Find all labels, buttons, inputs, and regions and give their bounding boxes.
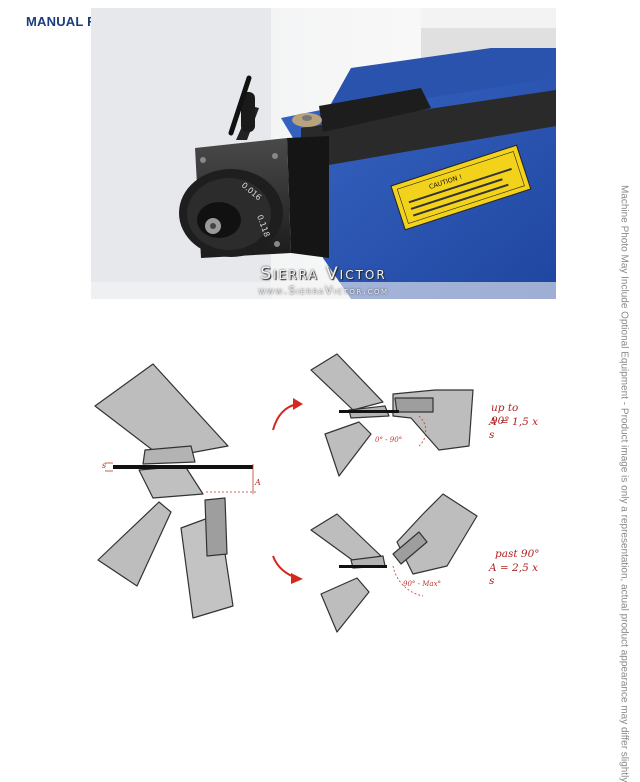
- watermark-brand: Sierra Victor: [260, 264, 387, 284]
- sheet-metal: [113, 465, 253, 469]
- upper-clamp: [142, 445, 196, 465]
- upper-beam: [94, 363, 229, 459]
- lower-beam: [97, 501, 172, 587]
- folding-beam-face: [204, 497, 228, 557]
- folding-diagram: s A up to 90° A = 1,5 x s 0° - 90° past …: [93, 346, 540, 634]
- case-up-angle: 0° - 90°: [375, 436, 403, 444]
- case-up-title: up to 90°: [491, 402, 519, 427]
- a-label: A: [255, 478, 261, 487]
- lower-clamp: [138, 465, 204, 499]
- s-label: s: [102, 461, 107, 470]
- watermark-url: www.SierraVictor.com: [258, 285, 389, 297]
- product-photo: CAUTION ! 0.016 0.118 Sierra Victor www.…: [91, 8, 556, 299]
- side-disclaimer: Machine Photo May Include Optional Equip…: [616, 185, 632, 782]
- side-disclaimer-text: Machine Photo May Include Optional Equip…: [618, 185, 630, 782]
- case-past-angle: 90° - Max°: [403, 580, 442, 588]
- case-up-formula: A = 1,5 x s: [489, 416, 539, 441]
- case-past-formula: A = 2,5 x s: [489, 562, 539, 587]
- case-past-title: past 90°: [495, 548, 540, 560]
